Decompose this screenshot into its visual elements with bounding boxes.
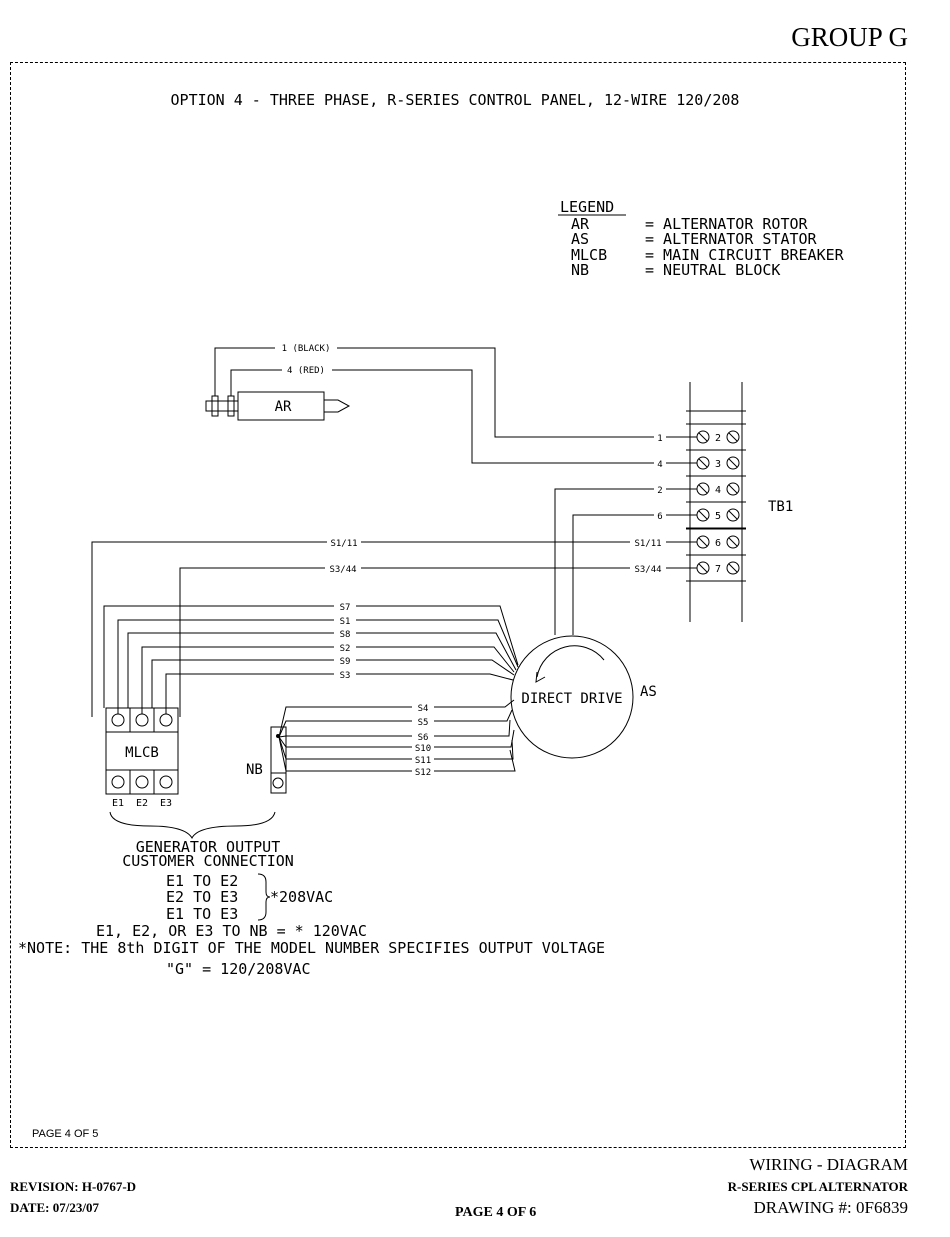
- legend-abbr-ar: AR: [571, 215, 590, 233]
- wire-s11: [278, 736, 514, 760]
- terminal-block-tb1: TB1 2 3 4 5 6 7: [686, 382, 793, 622]
- mlcb-label: MLCB: [125, 745, 159, 761]
- wire-s1: [117, 619, 519, 714]
- terminal-number: 5: [715, 511, 721, 522]
- footer-revision: REVISION: H-0767-D: [10, 1179, 137, 1194]
- wire-1-black: [214, 347, 697, 438]
- legend-abbr-nb: NB: [571, 261, 589, 279]
- note-voltage-code: "G" = 120/208VAC: [166, 960, 311, 978]
- alternator-rotor: AR: [205, 391, 351, 421]
- mlcb-output-e2: E2: [136, 798, 148, 809]
- note-pair-2: E2 TO E3: [166, 888, 238, 906]
- wire-label-s4: S4: [418, 704, 429, 714]
- note-customer-connection: CUSTOMER CONNECTION: [122, 852, 294, 870]
- wire-4-red: [230, 369, 697, 464]
- note-neutral-voltage: E1, E2, OR E3 TO NB = * 120VAC: [96, 922, 367, 940]
- legend: LEGEND AR = ALTERNATOR ROTOR AS = ALTERN…: [558, 198, 845, 279]
- terminal-number: 6: [715, 538, 721, 549]
- wire-label-s3-44-left: S3/44: [329, 565, 356, 575]
- tb-wire-label: 6: [657, 512, 662, 522]
- wire-s3-44: [179, 567, 697, 717]
- wire-label-s6: S6: [418, 733, 429, 743]
- diagram-title: OPTION 4 - THREE PHASE, R-SERIES CONTROL…: [171, 91, 740, 109]
- wire-label-s9: S9: [340, 657, 351, 667]
- wire-label-s2: S2: [340, 644, 351, 654]
- output-brace: [109, 811, 276, 840]
- wire-label-1-black: 1 (BLACK): [282, 344, 331, 354]
- wire-label-s12: S12: [415, 768, 431, 778]
- legend-abbr-mlcb: MLCB: [571, 246, 607, 264]
- mlcb-output-e3: E3: [160, 798, 172, 809]
- wire-s8: [127, 632, 517, 708]
- wire-s3: [165, 673, 514, 714]
- legend-desc-as: = ALTERNATOR STATOR: [645, 230, 818, 248]
- wire-label-s10: S10: [415, 744, 431, 754]
- legend-heading: LEGEND: [560, 198, 614, 216]
- wire-label-s5: S5: [418, 718, 429, 728]
- terminal-number: 7: [715, 564, 721, 575]
- wire-label-s1: S1: [340, 617, 351, 627]
- legend-desc-nb: = NEUTRAL BLOCK: [645, 261, 780, 279]
- wire-s10: [278, 729, 515, 748]
- wire-s12: [278, 736, 516, 772]
- drawing-frame: [10, 62, 906, 1148]
- stator-label: AS: [640, 684, 657, 700]
- wire-s9: [151, 659, 515, 708]
- legend-abbr-as: AS: [571, 230, 589, 248]
- note-pair-1: E1 TO E2: [166, 872, 238, 890]
- nb-label: NB: [246, 762, 263, 778]
- wire-6: [572, 514, 697, 635]
- legend-desc-mlcb: = MAIN CIRCUIT BREAKER: [645, 246, 845, 264]
- tb-wire-label: S3/44: [634, 565, 661, 575]
- wire-s2: [141, 646, 515, 714]
- alternator-stator: DIRECT DRIVE AS: [510, 635, 657, 759]
- tb-wire-label: 2: [657, 486, 662, 496]
- group-label: GROUP G: [791, 22, 908, 52]
- rotor-label: AR: [275, 399, 292, 415]
- terminal-number: 3: [715, 459, 721, 470]
- wire-s1-11: [91, 541, 697, 717]
- tb-wire-label: 1: [657, 434, 662, 444]
- stator-center-text: DIRECT DRIVE: [521, 691, 622, 707]
- tb-wire-label: 4: [657, 460, 662, 470]
- terminal-number: 4: [715, 485, 721, 496]
- wire-label-s1-11-left: S1/11: [330, 539, 357, 549]
- wire-label-s7: S7: [340, 603, 351, 613]
- tb-wire-label: S1/11: [634, 539, 661, 549]
- wire-2: [554, 488, 697, 635]
- footer-title: WIRING - DIAGRAM: [749, 1155, 908, 1174]
- footer-page: PAGE 4 OF 6: [455, 1205, 537, 1220]
- note-pair-3: E1 TO E3: [166, 905, 238, 923]
- note-gen-output: GENERATOR OUTPUT: [136, 838, 281, 856]
- legend-desc-ar: = ALTERNATOR ROTOR: [645, 215, 809, 233]
- footer-subtitle: R-SERIES CPL ALTERNATOR: [727, 1179, 908, 1194]
- main-circuit-breaker: MLCB E1 E2 E3: [105, 707, 179, 809]
- wire-s5: [278, 709, 513, 738]
- neutral-block: NB: [246, 726, 287, 794]
- wire-s6: [278, 719, 511, 738]
- inner-page-number: PAGE 4 OF 5: [32, 1128, 98, 1140]
- wire-label-s11: S11: [415, 756, 431, 766]
- note-pair-voltage: *208VAC: [270, 888, 333, 906]
- terminal-number: 2: [715, 433, 721, 444]
- wire-s4: [278, 699, 515, 738]
- pair-brace: [257, 873, 271, 921]
- output-notes: GENERATOR OUTPUT CUSTOMER CONNECTION E1 …: [18, 838, 605, 978]
- tb1-label: TB1: [768, 499, 793, 515]
- wire-label-s3: S3: [340, 671, 351, 681]
- wire-label-s8: S8: [340, 630, 351, 640]
- wire-label-4-red: 4 (RED): [287, 366, 325, 376]
- footer-date: DATE: 07/23/07: [10, 1200, 99, 1215]
- wire-s7: [103, 605, 519, 708]
- mlcb-output-e1: E1: [112, 798, 124, 809]
- footer-drawing-number: DRAWING #: 0F6839: [753, 1198, 908, 1217]
- note-model-digit: *NOTE: THE 8th DIGIT OF THE MODEL NUMBER…: [18, 939, 605, 957]
